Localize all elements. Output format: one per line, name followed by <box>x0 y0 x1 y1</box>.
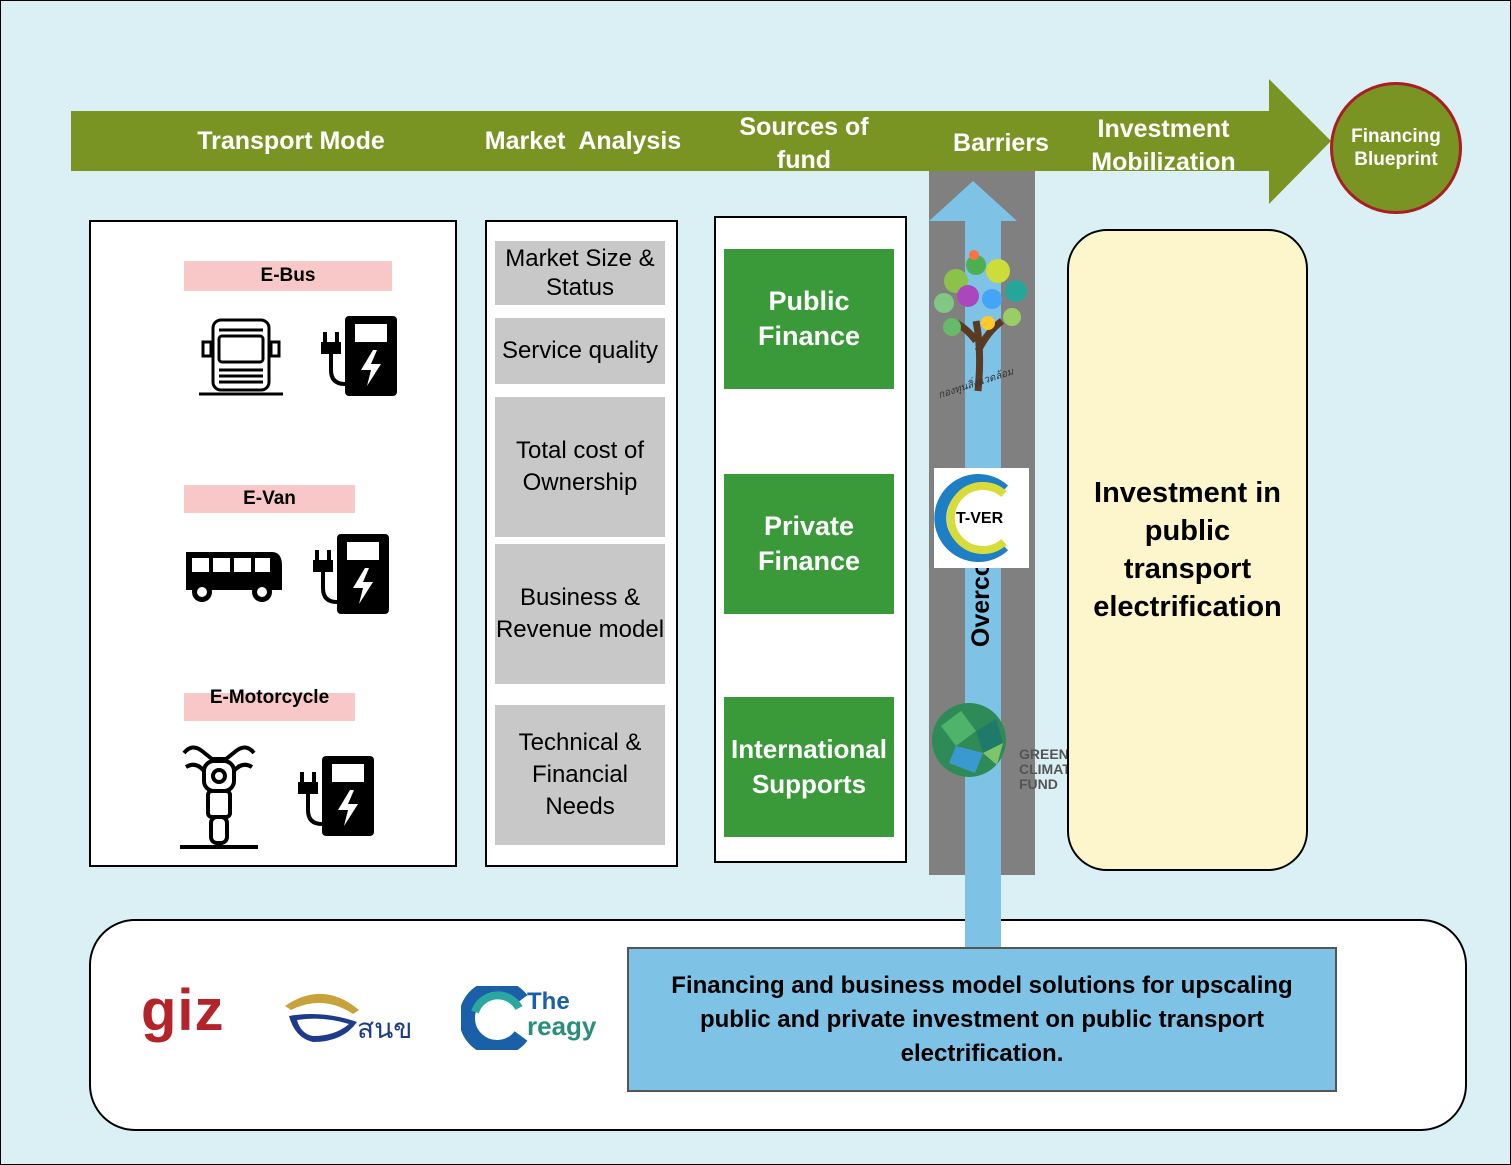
market-item-service-quality: Service quality <box>495 318 665 384</box>
tver-logo-text: T-VER <box>956 510 1004 527</box>
fund-international-supports: International Supports <box>724 697 894 837</box>
market-item-total-cost: Total cost of Ownership <box>495 397 665 537</box>
mode-label-e-bus: E-Bus <box>184 261 392 291</box>
giz-logo: giz <box>141 978 225 1043</box>
creagy-logo-icon <box>461 986 528 1050</box>
market-item-business-revenue: Business & Revenue model <box>495 544 665 684</box>
investment-box-text: Investment in public transport electrifi… <box>1093 477 1282 623</box>
market-item-technical-financial: Technical & Financial Needs <box>495 705 665 845</box>
snuv-logo-text: สนข <box>357 1013 413 1044</box>
header-barriers: Barriers <box>953 129 1049 157</box>
creagy-logo-the: The <box>527 988 570 1015</box>
snuv-logo-icon <box>285 993 359 1042</box>
motorcycle-icon <box>180 745 258 849</box>
process-arrow <box>71 79 1331 204</box>
overcome-arrow-stem <box>965 871 1001 951</box>
header-transport-mode: Transport Mode <box>197 127 385 155</box>
financing-blueprint-label: Financing Blueprint <box>1351 126 1441 170</box>
mode-label-e-motorcycle-text: E-Motorcycle <box>209 687 330 708</box>
solution-text: Financing and business model solutions f… <box>671 971 1293 1067</box>
header-sources-of-fund: Sources of fund <box>739 113 869 174</box>
solution-box: Financing and business model solutions f… <box>627 947 1337 1092</box>
green-climate-fund-text: GREEN CLIMATE FUND <box>1019 746 1081 792</box>
bus-front-icon <box>199 318 283 396</box>
van-icon <box>186 552 282 602</box>
charger-icon <box>313 534 389 614</box>
environment-fund-tree-logo <box>934 250 1027 392</box>
tver-logo: T-VER <box>934 468 1029 568</box>
creagy-logo-name: reagy <box>527 1011 597 1041</box>
mode-label-e-motorcycle <box>184 693 355 721</box>
header-investment-mobilization: Investment Mobilization <box>1091 115 1236 176</box>
tver-logo-graphic <box>934 474 1009 562</box>
charger-icon <box>298 756 374 836</box>
mode-label-e-van: E-Van <box>184 485 355 513</box>
financing-blueprint-circle: Financing Blueprint <box>1330 82 1462 214</box>
header-market-analysis: Market Analysis <box>484 127 682 155</box>
fund-private-finance: Private Finance <box>724 474 894 614</box>
investment-box: Investment in public transport electrifi… <box>1067 229 1308 871</box>
market-item-size-status: Market Size & Status <box>495 241 665 305</box>
charger-icon <box>321 316 397 396</box>
fund-public-finance: Public Finance <box>724 249 894 389</box>
green-climate-fund-globe-icon <box>932 703 1006 777</box>
